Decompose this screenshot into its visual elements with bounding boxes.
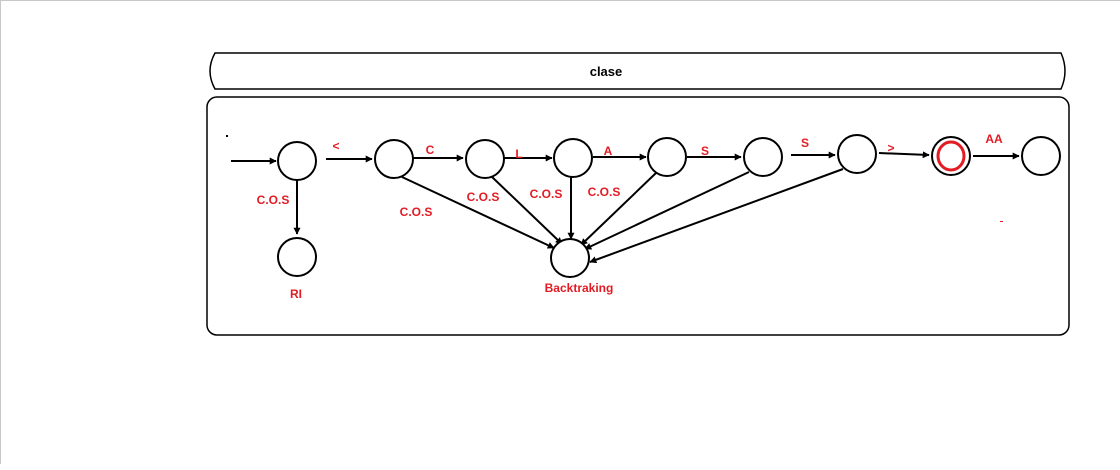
stray-mark: [1000, 221, 1003, 222]
label-ri: RI: [290, 287, 302, 301]
state-q3: [553, 138, 593, 178]
state-q4: [647, 137, 687, 177]
transitions: [231, 151, 1020, 264]
label-cos-down: C.O.S: [257, 193, 290, 207]
label-aa: AA: [985, 132, 1003, 146]
label-cos-3: C.O.S: [530, 187, 563, 201]
state-q8: [1021, 136, 1061, 176]
state-backtracking: [550, 238, 590, 278]
state-q2: [465, 139, 505, 179]
label-s2: S: [801, 136, 809, 150]
header-banner: clase: [209, 52, 1066, 90]
label-cos-4: C.O.S: [588, 185, 621, 199]
label-backtracking: Backtraking: [545, 281, 614, 295]
state-q0: [277, 141, 317, 181]
stray-dot: [226, 135, 228, 137]
label-gt: >: [887, 141, 894, 155]
header-title: clase: [590, 64, 623, 79]
edge-q6-q7: [878, 151, 930, 159]
label-a: A: [604, 144, 613, 158]
label-cos-1: C.O.S: [400, 205, 433, 219]
label-cos-2: C.O.S: [467, 190, 500, 204]
state-q6: [837, 134, 877, 174]
label-c: C: [426, 143, 435, 157]
edge-q2-backtrack: [490, 175, 563, 245]
label-l: L: [515, 147, 522, 161]
state-ri: [277, 237, 317, 277]
diagram-panel: [206, 96, 1070, 336]
transition-labels: < C L A S S > AA C.O.S C.O.S C.O.S C.O.S…: [257, 132, 1003, 301]
label-lt: <: [332, 139, 339, 153]
states: [277, 134, 1061, 278]
edge-q6-backtrack: [589, 168, 844, 264]
edge-q1-backtrack: [401, 176, 555, 249]
state-q5: [743, 137, 783, 177]
label-s1: S: [701, 144, 709, 158]
state-q1: [374, 139, 414, 179]
edge-q5-backtrack: [584, 171, 750, 250]
accept-ring: [936, 140, 966, 172]
edge-q4-backtrack: [580, 172, 657, 246]
